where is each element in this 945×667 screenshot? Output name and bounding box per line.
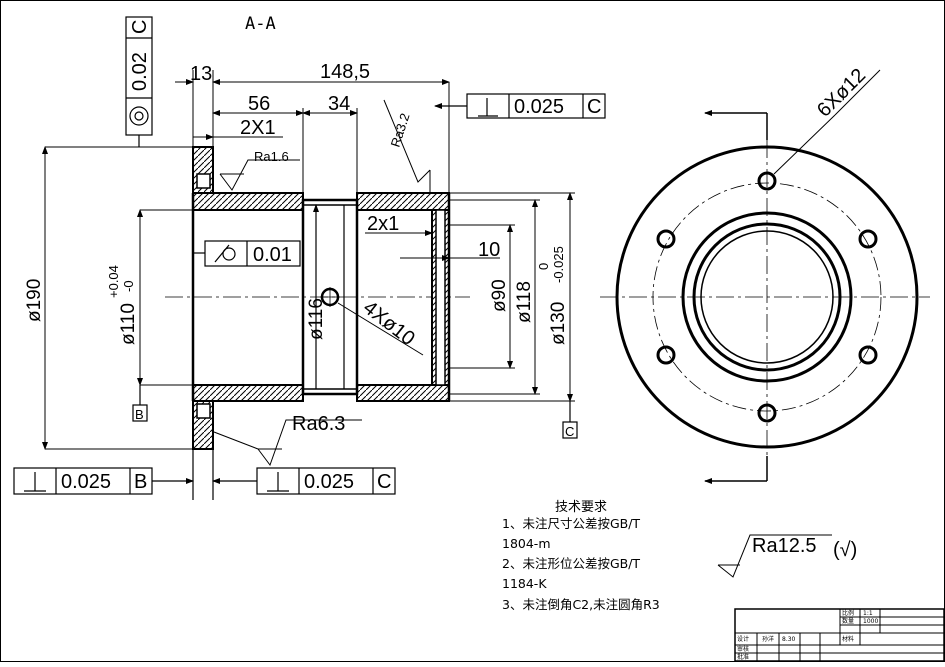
gdt-perp-left-datum: B [134, 471, 147, 493]
dim-dia-110-tol-upper: +0.04 [106, 265, 121, 298]
dim-dia-110: ø110 [118, 303, 139, 345]
bolt-holes [656, 171, 878, 423]
gdt-coaxiality-value: 0.02 [129, 52, 151, 91]
body-outer-circle [681, 211, 853, 383]
dim-dia-116: ø116 [306, 298, 327, 340]
gdt-frames [13, 16, 606, 500]
datum-b-label: B [135, 407, 144, 422]
dim-dia-190: ø190 [24, 279, 45, 322]
gdt-coaxiality-datum: C [129, 20, 151, 34]
gdt-perp-right-value: 0.025 [304, 471, 354, 493]
section-view [165, 146, 470, 450]
dim-dia-130-tol-lower: -0.025 [551, 246, 566, 283]
notes-title: 技术要求 [555, 500, 607, 515]
title-block [734, 608, 945, 662]
tb-qty-value: 1000 [863, 618, 878, 625]
notes-line-2b: 1184-K [502, 576, 547, 591]
tb-qty-label: 数量 [842, 617, 854, 625]
gdt-runout-datum: C [587, 96, 601, 118]
gdt-runout-value: 0.025 [514, 96, 564, 118]
body-left-wall-bottom [192, 384, 304, 402]
groove-section [301, 198, 359, 396]
tb-design-name: 孙洋 [762, 635, 774, 643]
gdt-perp-right-datum: C [377, 471, 391, 493]
dim-total-length: 148,5 [320, 61, 370, 83]
dim-length-34: 34 [328, 93, 350, 115]
section-label: A-A [245, 14, 276, 34]
dim-holes-4: 4Xø10 [359, 297, 419, 351]
roughness-ra63: Ra6.3 [292, 413, 345, 435]
bore-chamfer-circle [700, 230, 834, 364]
roughness-ra125: Ra12.5 [752, 535, 817, 557]
flange-outline [615, 145, 919, 449]
notes-line-3: 3、未注倒角C2,未注圆角R3 [502, 597, 660, 612]
dim-dia-110-tol-lower: -0 [121, 280, 136, 292]
tb-date: 8.30 [782, 636, 796, 643]
section-dimensions [42, 70, 575, 450]
dim-dia-90: ø90 [489, 279, 510, 312]
tb-approve-label: 批准 [737, 653, 749, 661]
roughness-ra16: Ra1.6 [254, 149, 289, 164]
tb-scale-value: 1:1 [863, 610, 873, 617]
notes-line-1: 1、未注尺寸公差按GB/T [502, 516, 640, 531]
body-right-wall-top [356, 192, 450, 211]
datum-c-label: C [565, 424, 574, 439]
gdt-cylindricity-value: 0.01 [253, 244, 292, 266]
dim-depth-10: 10 [478, 239, 500, 261]
body-right-wall-bottom [356, 384, 450, 402]
roughness-symbols [213, 99, 832, 578]
tb-check-label: 审核 [737, 645, 749, 653]
bore-circle [692, 222, 842, 372]
end-view [600, 69, 930, 484]
notes-line-1b: 1804-m [502, 536, 551, 551]
gdt-perp-left-value: 0.025 [61, 471, 111, 493]
tb-material-label: 材料 [842, 635, 854, 643]
notes-line-2: 2、未注形位公差按GB/T [502, 556, 640, 571]
dim-chamfer-left: 2X1 [240, 117, 276, 139]
dim-flange-thickness: 13 [190, 63, 212, 85]
dim-holes-6: 6Xø12 [813, 64, 870, 121]
body-left-wall-top [192, 192, 304, 211]
roughness-ra125-suffix: (√) [833, 539, 857, 561]
flange-hole-top [196, 173, 211, 189]
dim-dia-130: ø130 [548, 302, 569, 345]
dim-dia-118: ø118 [514, 281, 535, 323]
tb-scale-label: 比例 [842, 609, 854, 617]
dim-dia-130-tol-upper: 0 [536, 263, 551, 270]
dim-length-56: 56 [248, 93, 270, 115]
tb-design-label: 设计 [737, 635, 749, 643]
flange-hole-bottom [196, 403, 211, 419]
dim-chamfer-right: 2x1 [367, 213, 399, 235]
bolt-circle [652, 182, 882, 412]
technical-notes: 技术要求 1、未注尺寸公差按GB/T 1804-m 2、未注形位公差按GB/T … [502, 500, 660, 612]
